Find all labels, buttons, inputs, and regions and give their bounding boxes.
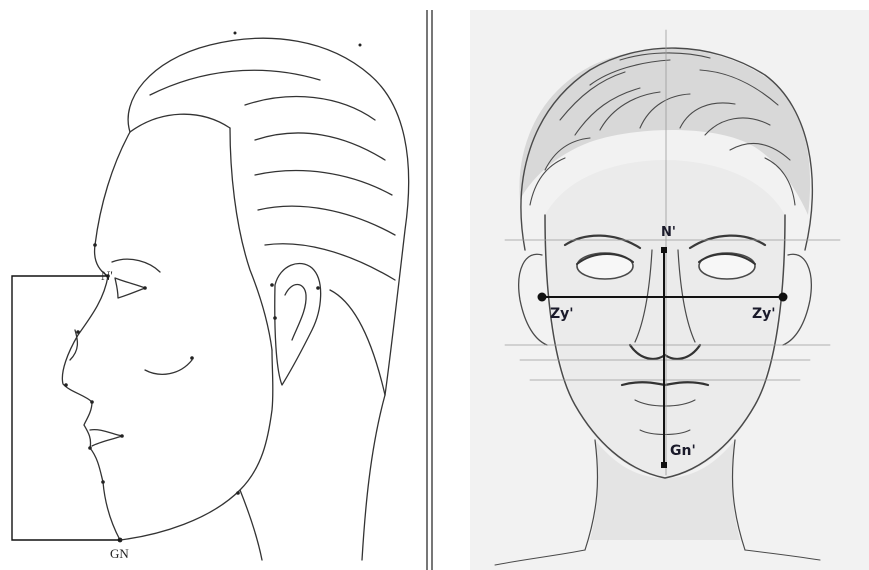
- landmark-dot: [120, 434, 124, 438]
- landmark-dot-zy-left: [538, 293, 547, 302]
- landmark-dot: [270, 283, 274, 287]
- profile-hair-strand: [255, 171, 392, 195]
- label-profile-nasion: N': [101, 268, 113, 283]
- label-frontal-zygion-left: Zy': [550, 306, 574, 322]
- landmark-dot: [236, 491, 240, 495]
- landmark-dot-zy-right: [779, 293, 788, 302]
- landmark-dot: [234, 32, 237, 35]
- profile-hair-strand: [330, 290, 385, 395]
- label-frontal-gnathion: Gn': [670, 443, 696, 459]
- profile-measurement-bracket: [12, 276, 120, 540]
- landmark-dot-nasion: [661, 247, 667, 253]
- landmark-dot: [273, 316, 277, 320]
- n-gn-bracket-line: [12, 276, 120, 540]
- profile-nostril: [70, 330, 77, 360]
- profile-drawing-panel: [62, 38, 408, 560]
- landmark-dot: [359, 44, 362, 47]
- profile-hair-inner-curve: [130, 114, 230, 132]
- landmark-dot: [90, 400, 94, 404]
- landmark-dot: [93, 243, 97, 247]
- profile-landmark-dots: [64, 32, 361, 543]
- profile-mouth: [90, 430, 122, 446]
- profile-neck-line: [362, 395, 385, 560]
- profile-hair-strand: [258, 206, 395, 235]
- profile-cheek-line: [145, 360, 192, 374]
- profile-temple-line: [230, 128, 272, 350]
- profile-jaw-line: [120, 350, 273, 540]
- profile-hair-outline: [128, 38, 409, 395]
- profile-hair-strand: [150, 70, 320, 95]
- panel-divider: [427, 10, 432, 570]
- landmark-dot: [190, 356, 194, 360]
- landmark-dot: [76, 330, 80, 334]
- profile-hair-strand: [255, 133, 385, 160]
- profile-neck-front: [240, 490, 262, 560]
- landmark-dot: [64, 383, 68, 387]
- profile-hair-strand: [245, 97, 375, 120]
- landmark-dot: [101, 480, 105, 484]
- profile-hair-strand: [265, 244, 395, 280]
- landmark-dot: [316, 286, 320, 290]
- landmark-dot: [88, 446, 92, 450]
- profile-face-outline: [62, 132, 130, 540]
- profile-eye: [115, 278, 145, 298]
- label-frontal-zygion-right: Zy': [752, 306, 776, 322]
- label-frontal-nasion: N': [661, 225, 676, 240]
- profile-eyebrow: [112, 259, 160, 272]
- landmark-dot: [143, 286, 147, 290]
- landmark-dot-gnathion: [661, 462, 667, 468]
- profile-ear: [275, 263, 321, 385]
- label-profile-gnathion: GN: [110, 546, 129, 561]
- profile-ear-inner: [285, 284, 306, 340]
